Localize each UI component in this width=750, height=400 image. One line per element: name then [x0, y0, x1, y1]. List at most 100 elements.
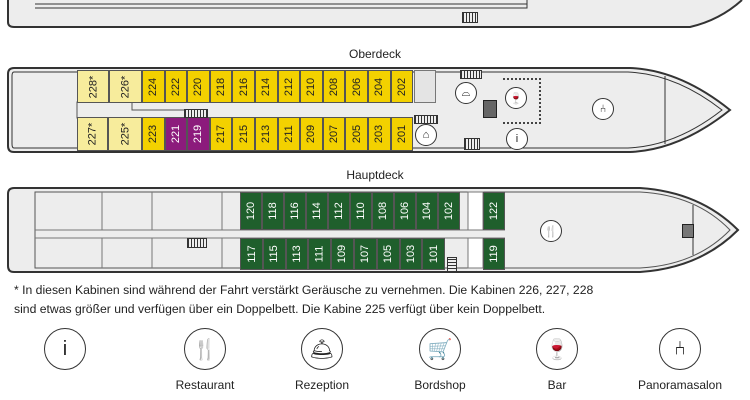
cabin-207[interactable]: 207 [322, 117, 346, 151]
cabin-number: 222 [169, 77, 182, 96]
cabin-110[interactable]: 110 [350, 192, 372, 230]
cabin-number: 108 [376, 201, 389, 221]
cabin-number: 104 [420, 201, 433, 221]
cabin-227[interactable]: 227* [77, 117, 108, 151]
cabin-218[interactable]: 218 [209, 70, 233, 103]
cabin-106[interactable]: 106 [394, 192, 416, 230]
cabin-number: 220 [192, 77, 205, 96]
cabin-105[interactable]: 105 [376, 238, 400, 270]
cabin-208[interactable]: 208 [322, 70, 346, 103]
cabin-223[interactable]: 223 [142, 117, 165, 151]
restaurant-icon: 🍴 [540, 220, 562, 242]
cabin-number: 203 [373, 124, 386, 144]
cabin-number: 105 [382, 244, 395, 264]
cabin-number: 201 [395, 124, 408, 144]
footnote-line: * In diesen Kabinen sind während der Fah… [14, 283, 594, 297]
cabin-201[interactable]: 201 [390, 117, 414, 151]
panoramasalon-icon: ⑃ [659, 328, 701, 370]
cabin-111[interactable]: 111 [308, 238, 332, 270]
legend-label: Rezeption [294, 378, 350, 392]
cabin-101[interactable]: 101 [422, 238, 446, 270]
cabin-113[interactable]: 113 [285, 238, 309, 270]
cabin-104[interactable]: 104 [416, 192, 438, 230]
cabin-number: 202 [395, 77, 408, 96]
cabin-214[interactable]: 214 [255, 70, 278, 103]
cabin-205[interactable]: 205 [345, 117, 368, 151]
cabin-120[interactable]: 120 [240, 192, 262, 230]
cabin-107[interactable]: 107 [354, 238, 377, 270]
cabin-112[interactable]: 112 [328, 192, 350, 230]
stair-area [414, 70, 436, 103]
cabin-102[interactable]: 102 [438, 192, 460, 230]
cabin-116[interactable]: 116 [284, 192, 306, 230]
cabin-222[interactable]: 222 [164, 70, 188, 103]
cabin-number: 214 [260, 77, 273, 96]
cabin-228[interactable]: 228* [77, 70, 109, 103]
legend-item: ⑃ Panoramasalon [625, 328, 735, 392]
cabin-213[interactable]: 213 [255, 117, 278, 151]
reception-icon: 🛎 [301, 328, 343, 370]
cabin-212[interactable]: 212 [277, 70, 301, 103]
cabin-226[interactable]: 226* [109, 70, 142, 103]
stairs-icon [464, 138, 480, 150]
cabin-210[interactable]: 210 [300, 70, 323, 103]
cabin-216[interactable]: 216 [232, 70, 255, 103]
bar-icon: 🍷 [536, 328, 578, 370]
cabin-number: 120 [244, 201, 257, 221]
cabin-219[interactable]: 219 [187, 117, 210, 151]
cabin-109[interactable]: 109 [331, 238, 354, 270]
cabin-224[interactable]: 224 [142, 70, 165, 103]
cabin-114[interactable]: 114 [306, 192, 328, 230]
cabin-103[interactable]: 103 [399, 238, 423, 270]
elevator [682, 224, 694, 238]
cabin-225[interactable]: 225* [108, 117, 142, 151]
cabin-209[interactable]: 209 [300, 117, 323, 151]
cabin-122[interactable]: 122 [483, 192, 505, 230]
cabin-number: 218 [215, 77, 228, 96]
cabin-number: 118 [266, 202, 279, 220]
cabin-number: 113 [290, 245, 303, 263]
cabin-117[interactable]: 117 [240, 238, 263, 270]
cabin-217[interactable]: 217 [209, 117, 233, 151]
cabin-number: 221 [169, 124, 182, 144]
cabin-220[interactable]: 220 [187, 70, 210, 103]
cabin-number: 212 [282, 77, 295, 96]
reception-icon: ⌓ [455, 82, 477, 104]
cabin-number: 208 [328, 77, 341, 96]
legend-label: Panoramasalon [637, 378, 723, 392]
legend-item: 🛒Bordshop [385, 328, 495, 392]
cabin-number: 106 [398, 201, 411, 221]
stairs-icon [184, 109, 208, 118]
cabin-number: 224 [147, 77, 160, 96]
cabin-118[interactable]: 118 [262, 192, 284, 230]
legend-item: i [10, 328, 120, 378]
panoramasalon-icon: ⑃ [592, 98, 614, 120]
bordshop-icon: ⌂ [415, 124, 437, 146]
cabin-202[interactable]: 202 [390, 70, 414, 103]
stairs-icon [447, 257, 457, 273]
legend-label: Bar [547, 378, 567, 392]
cabin-115[interactable]: 115 [262, 238, 286, 270]
cabin-108[interactable]: 108 [372, 192, 394, 230]
cabin-number: 225* [118, 122, 131, 146]
cabin-203[interactable]: 203 [368, 117, 391, 151]
cabin-number: 215 [237, 124, 250, 144]
cabin-number: 219 [192, 124, 205, 144]
legend-label: Bordshop [414, 378, 466, 392]
cabin-119[interactable]: 119 [483, 238, 505, 270]
cabin-211[interactable]: 211 [277, 117, 301, 151]
cabin-number: 204 [373, 77, 386, 96]
cabin-number: 112 [332, 202, 345, 220]
oberdeck-title: Oberdeck [348, 47, 402, 61]
cabin-215[interactable]: 215 [232, 117, 255, 151]
cabin-number: 103 [404, 244, 417, 264]
bar-area [503, 78, 541, 124]
cabin-number: 109 [336, 244, 349, 264]
hauptdeck-title: Hauptdeck [346, 168, 404, 182]
cabin-204[interactable]: 204 [368, 70, 391, 103]
cabin-206[interactable]: 206 [345, 70, 368, 103]
cabin-number: 111 [313, 245, 326, 263]
stairs-icon [460, 70, 482, 79]
cabin-221[interactable]: 221 [164, 117, 188, 151]
legend-item: 🍴Restaurant [150, 328, 260, 392]
